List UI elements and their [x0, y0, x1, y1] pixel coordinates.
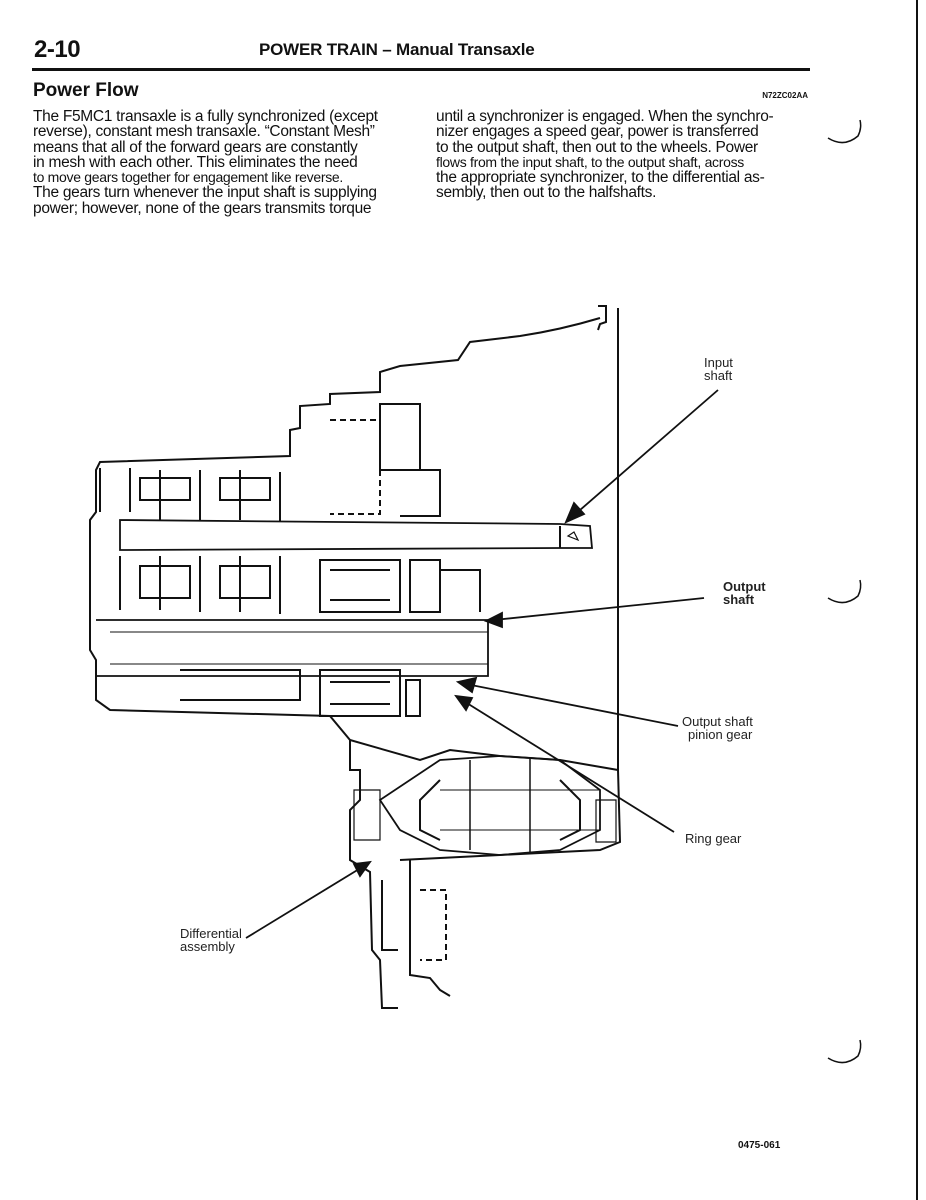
- subsection-title: Power Flow: [33, 80, 139, 101]
- header-rule: [32, 68, 810, 71]
- body-text-right: until a synchronizer is engaged. When th…: [436, 109, 809, 201]
- output-pinion-label: Output shaft pinion gear: [682, 715, 753, 741]
- page-number: 2-10: [34, 36, 81, 63]
- label-line: Input: [704, 355, 733, 370]
- section-title: POWER TRAIN – Manual Transaxle: [259, 40, 535, 59]
- body-line: nizer engages a speed gear, power is tra…: [436, 123, 759, 141]
- body-line: means that all of the forward gears are …: [33, 138, 358, 156]
- body-line: until a synchronizer is engaged. When th…: [436, 108, 774, 125]
- body-line: the appropriate synchronizer, to the dif…: [436, 169, 765, 187]
- ring-gear-label: Ring gear: [685, 831, 742, 846]
- binder-mark-icon: [827, 119, 862, 144]
- document-code: N72ZC02AA: [762, 91, 808, 100]
- body-line: The F5MC1 transaxle is a fully synchroni…: [33, 108, 378, 125]
- page-edge-rule: [916, 0, 918, 1200]
- body-line: to the output shaft, then out to the whe…: [436, 138, 758, 156]
- body-line: to move gears together for engagement li…: [33, 169, 343, 186]
- label-line: shaft: [704, 368, 733, 383]
- body-line: power; however, none of the gears transm…: [33, 199, 372, 217]
- label-line: pinion gear: [688, 727, 753, 742]
- transaxle-cutaway-diagram: [89, 305, 719, 1009]
- body-line: in mesh with each other. This eliminates…: [33, 153, 358, 171]
- label-line: Differential: [180, 926, 242, 941]
- label-line: Output: [723, 579, 766, 594]
- label-line: shaft: [723, 592, 755, 607]
- body-text-left: The F5MC1 transaxle is a fully synchroni…: [33, 108, 402, 217]
- label-line: Output shaft: [682, 714, 753, 729]
- figure-code: 0475-061: [738, 1140, 781, 1151]
- binder-mark-icon: [827, 1039, 862, 1064]
- output-shaft-label: Output shaft: [723, 580, 766, 606]
- input-shaft-label: Input shaft: [704, 356, 733, 382]
- binder-mark-icon: [827, 579, 862, 604]
- differential-label: Differential assembly: [180, 927, 242, 953]
- body-line: reverse), constant mesh transaxle. “Cons…: [33, 123, 375, 141]
- label-line: assembly: [180, 939, 235, 954]
- body-line: sembly, then out to the halfshafts.: [436, 184, 657, 202]
- body-line: flows from the input shaft, to the outpu…: [436, 153, 745, 170]
- body-line: The gears turn whenever the input shaft …: [33, 184, 377, 202]
